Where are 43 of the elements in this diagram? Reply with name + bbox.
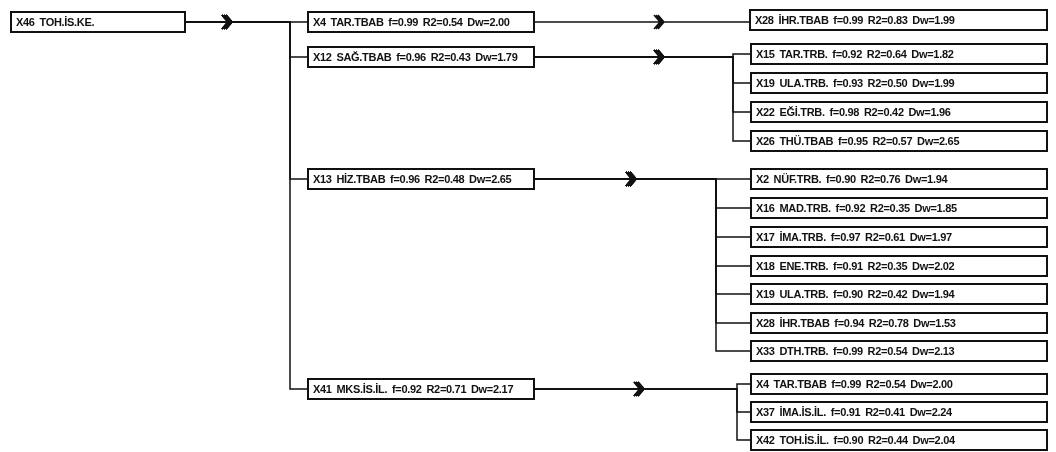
text-box <box>307 11 535 33</box>
text-box <box>750 312 1048 334</box>
text-box <box>750 429 1048 451</box>
text-box <box>10 11 186 33</box>
text-box <box>750 340 1048 362</box>
text-box <box>750 168 1048 190</box>
node-label: X26 THÜ.TBAB f=0.95 R2=0.57 Dw=2.65 <box>756 135 960 147</box>
text-box <box>307 46 535 68</box>
text-box <box>750 72 1048 94</box>
text-box <box>749 9 1048 31</box>
text-box <box>750 130 1048 152</box>
node-label: X16 MAD.TRB. f=0.92 R2=0.35 Dw=1.85 <box>756 202 957 214</box>
text-box <box>307 168 535 190</box>
node-label: X13 HİZ.TBAB f=0.96 R2=0.48 Dw=2.65 <box>313 173 512 185</box>
text-box <box>750 197 1048 219</box>
text-box <box>750 43 1048 65</box>
node-label: X4 TAR.TBAB f=0.99 R2=0.54 Dw=2.00 <box>313 16 510 28</box>
node-label: X41 MKS.İS.İL. f=0.92 R2=0.71 Dw=2.17 <box>313 383 514 395</box>
node-label: X37 İMA.İS.İL. f=0.91 R2=0.41 Dw=2.24 <box>756 406 952 418</box>
text-box <box>750 226 1048 248</box>
node-label: X42 TOH.İS.İL. f=0.90 R2=0.44 Dw=2.04 <box>756 434 955 446</box>
node-label: X17 İMA.TRB. f=0.97 R2=0.61 Dw=1.97 <box>756 231 952 243</box>
node-label: X33 DTH.TRB. f=0.99 R2=0.54 Dw=2.13 <box>756 345 955 357</box>
node-label: X4 TAR.TBAB f=0.99 R2=0.54 Dw=2.00 <box>756 378 953 390</box>
node-label: X19 ULA.TRB. f=0.90 R2=0.42 Dw=1.94 <box>756 288 955 300</box>
node-label: X28 İHR.TBAB f=0.99 R2=0.83 Dw=1.99 <box>755 14 955 26</box>
connector-arrow <box>534 49 751 142</box>
node-label: X15 TAR.TRB. f=0.92 R2=0.64 Dw=1.82 <box>756 48 954 60</box>
text-box <box>750 401 1048 423</box>
node-label: X12 SAĞ.TBAB f=0.96 R2=0.43 Dw=1.79 <box>313 51 518 63</box>
text-box <box>750 255 1048 277</box>
node-label: X2 NÜF.TRB. f=0.90 R2=0.76 Dw=1.94 <box>756 173 948 185</box>
connector-arrow <box>534 14 750 30</box>
node-label: X18 ENE.TRB. f=0.91 R2=0.35 Dw=2.02 <box>756 260 955 272</box>
node-label: X19 ULA.TRB. f=0.93 R2=0.50 Dw=1.99 <box>756 77 955 89</box>
text-box <box>307 378 535 400</box>
node-label: X46 TOH.İS.KE. <box>16 16 95 28</box>
text-box <box>750 283 1048 305</box>
text-box <box>750 101 1048 123</box>
node-label: X22 EĞİ.TRB. f=0.98 R2=0.42 Dw=1.96 <box>756 106 951 118</box>
connector-arrow <box>534 381 751 441</box>
node-label: X28 İHR.TBAB f=0.94 R2=0.78 Dw=1.53 <box>756 317 956 329</box>
text-box <box>750 373 1048 395</box>
